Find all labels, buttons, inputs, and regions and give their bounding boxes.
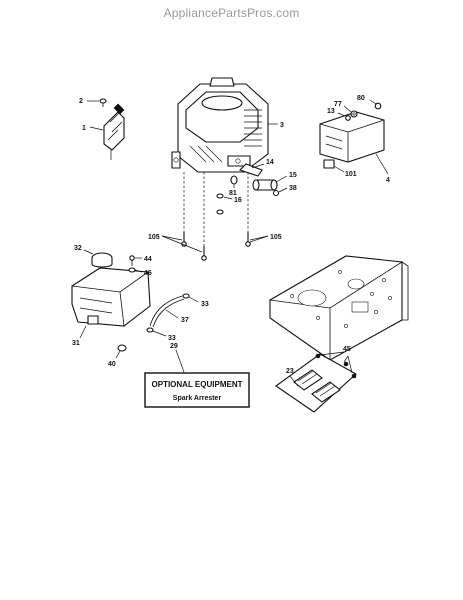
callout-40: 40 [108, 361, 116, 368]
fuel-line [149, 295, 185, 328]
callout-2: 2 [79, 98, 83, 105]
callout-3: 3 [280, 122, 284, 129]
muffler-nut-77 [343, 105, 358, 118]
optional-equipment-box [144, 349, 250, 408]
callout-77: 77 [334, 101, 342, 108]
callout-31: 31 [72, 340, 80, 347]
spark-arrester-label: Spark Arrester [173, 395, 222, 402]
callout-38: 38 [289, 185, 297, 192]
fuel-cap [83, 249, 113, 268]
callout-81: 81 [229, 190, 237, 197]
exhaust-pipe [238, 163, 288, 191]
callout-45: 45 [343, 346, 351, 353]
exhaust-bolt-38 [272, 187, 288, 197]
callout-15: 15 [289, 172, 297, 179]
throttle-control [103, 103, 125, 160]
callout-33-lower: 33 [168, 335, 176, 342]
engine [171, 77, 269, 252]
optional-equipment-title: OPTIONAL EQUIPMENT [152, 380, 243, 389]
callout-44: 44 [144, 256, 152, 263]
callout-101: 101 [345, 171, 357, 178]
engine-bolts-105 [161, 232, 269, 261]
hose-clamp-33-lower [146, 327, 167, 337]
muffler-bolt-80 [369, 99, 382, 110]
site-watermark: AppliancePartsPros.com [163, 6, 300, 20]
shield-bolts-45 [315, 351, 357, 379]
engine-mounting-frame [269, 255, 409, 361]
muffler-screw-13 [337, 112, 351, 121]
callout-32: 32 [74, 245, 82, 252]
grommet-40 [115, 344, 127, 359]
fuel-tank [71, 267, 151, 339]
washer-16 [216, 193, 233, 215]
callout-80: 80 [357, 95, 365, 102]
callout-29: 29 [170, 343, 178, 350]
callout-33-upper: 33 [201, 301, 209, 308]
callout-37: 37 [181, 317, 189, 324]
callout-23: 23 [286, 368, 294, 375]
gasket-81 [230, 175, 238, 188]
callout-16: 16 [234, 197, 242, 204]
spark-arrester-shield [275, 353, 357, 413]
callout-13: 13 [327, 108, 335, 115]
hose-clamp-33-upper [182, 293, 199, 303]
callout-4: 4 [386, 177, 390, 184]
callout-1: 1 [82, 125, 86, 132]
callout-105-left: 105 [148, 234, 160, 241]
muffler [319, 111, 385, 173]
screw-2 [99, 98, 107, 107]
tank-washer-46 [128, 267, 143, 273]
tank-screw-44 [129, 255, 142, 266]
callout-46: 46 [144, 270, 152, 277]
callout-14: 14 [266, 159, 274, 166]
callout-105-right: 105 [270, 234, 282, 241]
